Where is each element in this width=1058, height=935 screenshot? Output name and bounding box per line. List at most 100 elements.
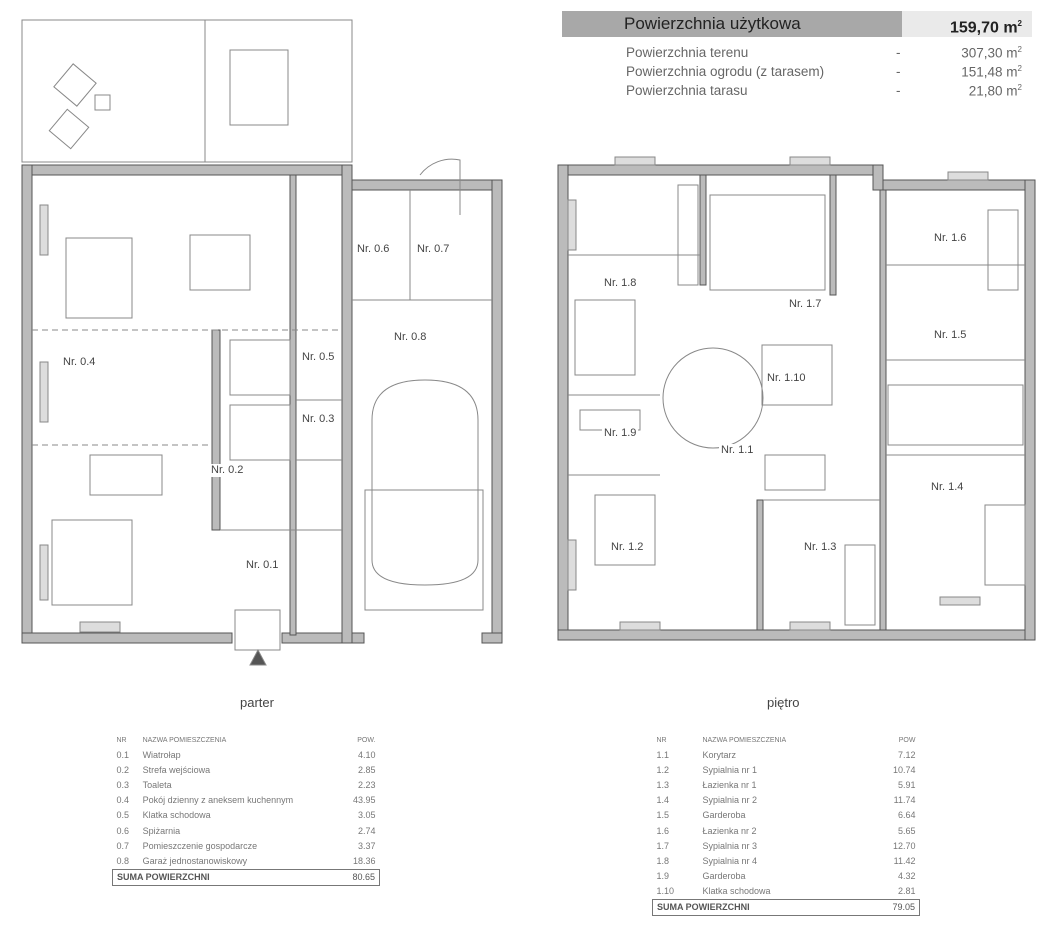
room-number: 0.5 [116, 810, 130, 821]
summary-row: Powierzchnia tarasu-21,80 m2 [626, 83, 1022, 99]
room-area: 2.74 [357, 825, 376, 836]
room-area: 7.12 [897, 749, 916, 760]
room-number: 1.7 [656, 840, 670, 851]
room-area: 12.70 [892, 840, 916, 851]
room-label: Nr. 0.6 [355, 243, 392, 256]
table-row: 1.1 Korytarz 7.12 [653, 747, 920, 762]
room-number: 1.1 [656, 749, 670, 760]
room-name: Klatka schodowa [142, 810, 211, 821]
room-number: 1.6 [656, 825, 670, 836]
room-area: 43.95 [352, 795, 376, 806]
room-number: 0.3 [116, 779, 130, 790]
summary-row: Powierzchnia ogrodu (z tarasem)-151,48 m… [626, 64, 1022, 80]
upper-floor-caption: piętro [767, 695, 800, 710]
room-name: Wiatrołap [142, 749, 181, 760]
ground-floor-walls [21, 164, 503, 644]
room-number: 1.4 [656, 795, 670, 806]
table-row: 1.7 Sypialnia nr 3 12.70 [653, 838, 920, 853]
kitchen-counter [189, 234, 251, 291]
table-row: 0.2 Strefa wejściowa 2.85 [113, 762, 380, 777]
room-number: 1.5 [656, 810, 670, 821]
room-label: Nr. 1.2 [609, 541, 646, 554]
room-name: Sypialnia nr 4 [702, 855, 757, 866]
terrace-outline [21, 19, 353, 163]
bathtub-2 [987, 209, 1019, 291]
room-label: Nr. 1.8 [602, 277, 639, 290]
room-name: Sypialnia nr 2 [702, 795, 757, 806]
room-area: 18.36 [352, 855, 376, 866]
room-label: Nr. 1.7 [787, 298, 824, 311]
room-area: 11.42 [893, 855, 916, 866]
room-name: Sypialnia nr 3 [702, 840, 757, 851]
table-row: 1.5 Garderoba 6.64 [653, 808, 920, 823]
table-header: NR NAZWA POMIESZCZENIA POW. [113, 733, 380, 747]
room-name: Garaż jednostanowiskowy [142, 855, 248, 866]
room-number: 0.1 [116, 749, 130, 760]
header-area: POW [898, 736, 916, 744]
table-row: 0.8 Garaż jednostanowiskowy 18.36 [113, 853, 380, 869]
table-row: 0.4 Pokój dzienny z aneksem kuchennym 43.9… [113, 793, 380, 808]
table-row: 0.7 Pomieszczenie gospodarcze 3.37 [113, 838, 380, 853]
room-number: 0.2 [116, 764, 130, 775]
room-label: Nr. 0.8 [392, 331, 429, 344]
room-name: Garderoba [702, 810, 746, 821]
room-name: Klatka schodowa [702, 886, 771, 897]
room-area: 3.37 [357, 840, 376, 851]
header-area: POW. [357, 736, 376, 744]
bathtub [844, 544, 876, 626]
room-name: Korytarz [702, 749, 736, 760]
room-name: Sypialnia nr 1 [702, 764, 757, 775]
room-label: Nr. 1.6 [932, 232, 969, 245]
header-name: NAZWA POMIESZCZENIA [142, 736, 227, 744]
room-number: 0.7 [116, 840, 130, 851]
room-label: Nr. 0.1 [244, 559, 281, 572]
room-label: Nr. 1.10 [765, 372, 808, 385]
room-area: 6.64 [897, 810, 916, 821]
usable-area-header: Powierzchnia użytkowa 159,70 m2 [562, 11, 1032, 37]
room-label: Nr. 1.4 [929, 481, 966, 494]
room-area: 11.74 [893, 795, 916, 806]
room-label: Nr. 0.3 [300, 413, 337, 426]
car [371, 379, 479, 586]
room-name: Łazienka nr 2 [702, 825, 757, 836]
room-label: Nr. 1.9 [602, 427, 639, 440]
room-name: Spiżarnia [142, 825, 181, 836]
sum-value: 80.65 [340, 868, 381, 886]
room-number: 0.8 [116, 855, 130, 866]
usable-area-value: 159,70 m2 [902, 11, 1032, 37]
room-label: Nr. 1.3 [802, 541, 839, 554]
room-number: 1.9 [656, 871, 670, 882]
header-nr: NR [116, 736, 127, 744]
room-label: Nr. 0.5 [300, 351, 337, 364]
usable-area-label: Powierzchnia użytkowa [562, 11, 902, 37]
room-name: Pokój dzienny z aneksem kuchennym [142, 795, 294, 806]
table-row: 1.4 Sypialnia nr 2 11.74 [653, 793, 920, 808]
room-number: 0.4 [116, 795, 130, 806]
room-name: Pomieszczenie gospodarcze [142, 840, 258, 851]
stairs [761, 344, 833, 406]
stairs-upper [229, 339, 291, 396]
room-area: 5.91 [897, 779, 916, 790]
room-name: Toaleta [142, 779, 172, 790]
sum-label: SUMA POWIERZCHNI [651, 898, 864, 917]
terrace-table [229, 49, 289, 126]
room-name: Łazienka nr 1 [702, 779, 757, 790]
room-area: 2.85 [357, 764, 376, 775]
room-name: Strefa wejściowa [142, 764, 211, 775]
sum-value: 79.05 [863, 898, 920, 917]
stairs-lower [229, 404, 291, 461]
room-name: Garderoba [702, 871, 746, 882]
